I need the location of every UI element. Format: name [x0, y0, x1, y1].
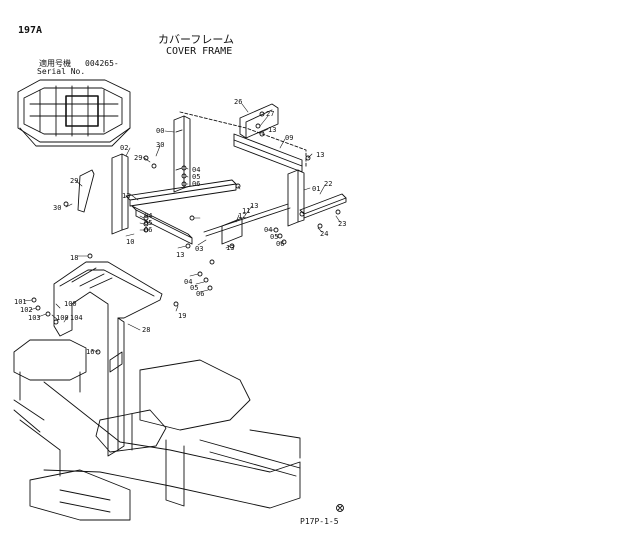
callout-05: 05	[144, 219, 152, 227]
callout-05: 05	[192, 173, 200, 181]
callout-02: 02	[120, 144, 128, 152]
part-11-crossbar	[125, 179, 237, 207]
callout-100: 100	[56, 314, 69, 322]
callout-29: 29	[70, 177, 78, 185]
callout-labels: 00 26 27 13 09 02 29 30 04 05 06 13 01 2…	[14, 98, 346, 356]
part-09-crossbar	[233, 133, 303, 173]
callout-103: 103	[28, 314, 41, 322]
part-12-rod	[203, 203, 291, 237]
callout-13: 13	[250, 202, 258, 210]
callout-22: 22	[324, 180, 332, 188]
callout-11: 11	[242, 207, 250, 215]
callout-13: 13	[226, 244, 234, 252]
callout-100: 100	[64, 300, 77, 308]
title-japanese: カバーフレーム	[158, 33, 235, 46]
callout-04: 04	[144, 212, 152, 220]
callout-18: 18	[70, 254, 78, 262]
callout-19: 19	[178, 312, 186, 320]
callout-10: 10	[126, 238, 134, 246]
callout-01: 01	[312, 185, 320, 193]
upperstructure-frame	[13, 339, 301, 521]
title-english: COVER FRAME	[166, 46, 233, 57]
fasteners	[31, 123, 341, 355]
callout-03: 03	[195, 245, 203, 253]
callout-06: 06	[144, 226, 152, 234]
callout-06: 06	[196, 290, 204, 298]
part-10-crossbar	[131, 205, 193, 245]
serial-label-japanese: 適用号機	[39, 59, 71, 68]
callout-04: 04	[192, 166, 200, 174]
serial-value: 004265-	[85, 59, 119, 68]
part-28-main-frame	[53, 261, 163, 457]
callout-30: 30	[156, 141, 164, 149]
callout-00: 00	[156, 127, 164, 135]
callout-12: 12	[238, 212, 246, 220]
serial-label-english: Serial No.	[37, 67, 86, 76]
callout-29: 29	[134, 154, 142, 162]
circle-mark-symbol	[336, 504, 344, 512]
part-02-post	[111, 153, 129, 235]
callout-23: 23	[338, 220, 346, 228]
drawing-code: P17P-1-5	[300, 517, 339, 526]
page-number: 197A	[18, 25, 43, 36]
part-00-post	[173, 115, 191, 193]
callout-27: 27	[266, 110, 274, 118]
callout-06: 06	[276, 240, 284, 248]
callout-05: 05	[270, 233, 278, 241]
part-03-plate	[221, 217, 243, 245]
callout-102: 102	[20, 306, 33, 314]
callout-13: 13	[316, 151, 324, 159]
part-29-bracket	[77, 169, 95, 213]
callout-28: 28	[142, 326, 150, 334]
callout-13: 13	[268, 126, 276, 134]
callout-24: 24	[320, 230, 328, 238]
part-22-plate	[299, 193, 347, 219]
callout-04: 04	[264, 226, 272, 234]
part-01-post	[287, 169, 305, 227]
machine-inset-thumbnail	[17, 79, 131, 147]
callout-101: 101	[14, 298, 27, 306]
leader-lines	[23, 103, 341, 353]
part-26-bracket	[239, 103, 279, 139]
callout-09: 09	[285, 134, 293, 142]
callout-04: 04	[184, 278, 192, 286]
callout-16: 16	[86, 348, 94, 356]
callout-13: 13	[176, 251, 184, 259]
callout-26: 26	[234, 98, 242, 106]
callout-104: 104	[70, 314, 83, 322]
callout-06: 06	[192, 180, 200, 188]
callout-30: 30	[53, 204, 61, 212]
callout-05: 05	[190, 284, 198, 292]
callout-13: 13	[122, 192, 130, 200]
